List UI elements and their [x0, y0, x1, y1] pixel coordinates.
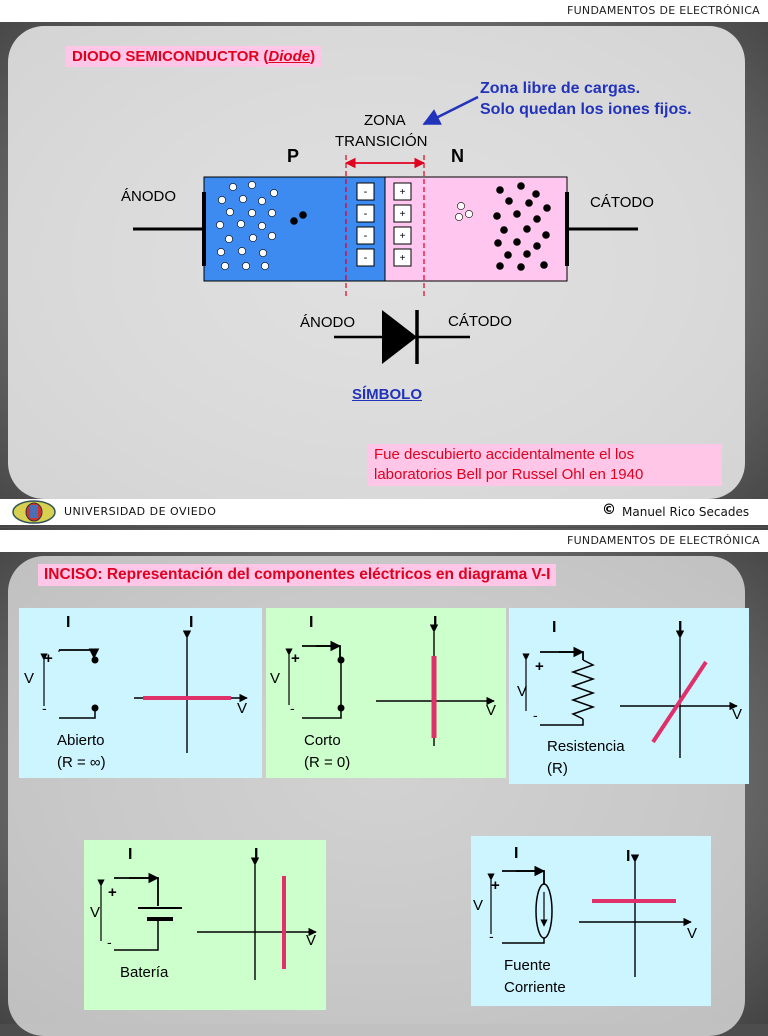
abierto-plus-sign: + — [44, 650, 53, 667]
header-text: FUNDAMENTOS DE ELECTRÓNICA — [566, 4, 760, 17]
bateria-name: Batería — [120, 964, 169, 981]
slide1-header: FUNDAMENTOS DE ELECTRÓNICA — [0, 0, 768, 22]
resistencia-diagram — [522, 630, 738, 758]
fuente-corriente-axis-i-label: I — [626, 848, 631, 865]
resistencia-value: (R) — [547, 760, 568, 777]
resistencia-axis-i-label: I — [678, 619, 683, 636]
symbol-anodo-label: ÁNODO — [300, 314, 356, 331]
bateria-voltage-label: V — [90, 904, 101, 921]
fuente-corriente-value: Corriente — [504, 979, 566, 996]
abierto-diagram — [40, 630, 248, 753]
n-label: N — [451, 146, 464, 166]
slide2-header: FUNDAMENTOS DE ELECTRÓNICA — [0, 530, 768, 552]
fuente-corriente-minus-sign: - — [489, 928, 494, 944]
svg-text:+: + — [400, 209, 406, 220]
abierto-voltage-label: V — [24, 670, 35, 687]
resistencia-name: Resistencia — [547, 738, 625, 755]
fuente-corriente-name: Fuente — [504, 957, 551, 974]
svg-text:+: + — [400, 231, 406, 242]
transicion-label: TRANSICIÓN — [335, 133, 428, 150]
card-corto — [266, 608, 506, 778]
simbolo-label: SÍMBOLO — [352, 386, 422, 403]
card-bateria — [84, 840, 326, 1010]
fuente-corriente-current-label: I — [514, 845, 519, 862]
p-region — [203, 176, 386, 282]
positive-ions: + + + + — [393, 182, 412, 267]
diode-structure-diagram: - - - - + + + + — [133, 95, 638, 364]
bateria-minus-sign: - — [107, 934, 112, 950]
abierto-name: Abierto — [57, 732, 105, 749]
corto-current-label: I — [309, 614, 314, 631]
symbol-catodo-label: CÁTODO — [448, 313, 512, 330]
corto-value: (R = 0) — [304, 754, 351, 771]
diode-symbol — [334, 310, 470, 364]
title-end: ) — [310, 48, 316, 65]
corto-voltage-label: V — [270, 670, 281, 687]
svg-text:-: - — [364, 186, 368, 198]
university-logo — [12, 500, 56, 524]
abierto-minus-sign: - — [42, 700, 47, 716]
bateria-current-label: I — [128, 846, 133, 863]
zone-note-line2: Solo quedan los iones fijos. — [480, 101, 692, 118]
fuente-corriente-diagram — [487, 854, 692, 977]
corto-name: Corto — [304, 732, 341, 749]
svg-text:-: - — [364, 208, 368, 220]
abierto-current-label: I — [66, 614, 71, 631]
copyright-icon: © — [602, 502, 616, 518]
fuente-corriente-plus-sign: + — [491, 877, 500, 894]
corto-plus-sign: + — [291, 650, 300, 667]
bateria-axis-i-label: I — [254, 846, 259, 863]
card-abierto — [19, 608, 262, 778]
bateria-axis-v-label: V — [306, 932, 317, 949]
resistencia-axis-v-label: V — [732, 706, 743, 723]
header-text: FUNDAMENTOS DE ELECTRÓNICA — [566, 534, 760, 547]
abierto-axis-v-label: V — [237, 700, 248, 717]
n-region — [384, 176, 568, 282]
card-resistencia — [509, 608, 749, 784]
slide1-title: DIODO SEMICONDUCTOR (Diode) — [66, 46, 322, 67]
zona-label: ZONA — [364, 112, 406, 129]
corto-axis-i-label: I — [433, 614, 438, 631]
corto-diagram — [285, 624, 495, 746]
catodo-label: CÁTODO — [590, 194, 654, 211]
svg-text:+: + — [400, 253, 406, 264]
history-note: Fue descubierto accidentalmente el los l… — [368, 444, 722, 486]
negative-ions: - - - - — [356, 182, 375, 267]
title-italic: Diode — [268, 48, 311, 65]
electrons — [290, 182, 551, 271]
abierto-value: (R = ∞) — [57, 754, 106, 771]
slide1-footer: UNIVERSIDAD DE OVIEDO © Manuel Rico Seca… — [0, 499, 768, 525]
p-label: P — [287, 146, 300, 166]
resistencia-voltage-label: V — [517, 683, 528, 700]
card-fuente-corriente — [471, 836, 711, 1006]
title-text: DIODO SEMICONDUCTOR ( — [72, 48, 269, 65]
resistencia-plus-sign: + — [535, 658, 544, 675]
university-name: UNIVERSIDAD DE OVIEDO — [64, 505, 217, 518]
svg-text:+: + — [400, 187, 406, 198]
author-name: Manuel Rico Secades — [622, 505, 750, 519]
corto-minus-sign: - — [290, 700, 295, 716]
anodo-label: ÁNODO — [121, 188, 177, 205]
svg-text:-: - — [364, 252, 368, 264]
abierto-axis-i-label: I — [189, 614, 194, 631]
bateria-plus-sign: + — [108, 884, 117, 901]
zone-note-arrow — [422, 95, 479, 126]
zone-note-line1: Zona libre de cargas. — [480, 80, 641, 97]
resistencia-minus-sign: - — [533, 707, 538, 723]
bateria-diagram — [97, 857, 317, 980]
fuente-corriente-voltage-label: V — [473, 897, 484, 914]
note-line1: Fue descubierto accidentalmente el los — [374, 446, 635, 463]
note-line2: laboratorios Bell por Russel Ohl en 1940 — [374, 466, 644, 483]
corto-axis-v-label: V — [486, 702, 497, 719]
fuente-corriente-axis-v-label: V — [687, 925, 698, 942]
slide2-title: INCISO: Representación del componentes e… — [38, 564, 557, 586]
holes — [216, 181, 473, 270]
svg-text:-: - — [364, 230, 368, 242]
resistencia-current-label: I — [552, 619, 557, 636]
